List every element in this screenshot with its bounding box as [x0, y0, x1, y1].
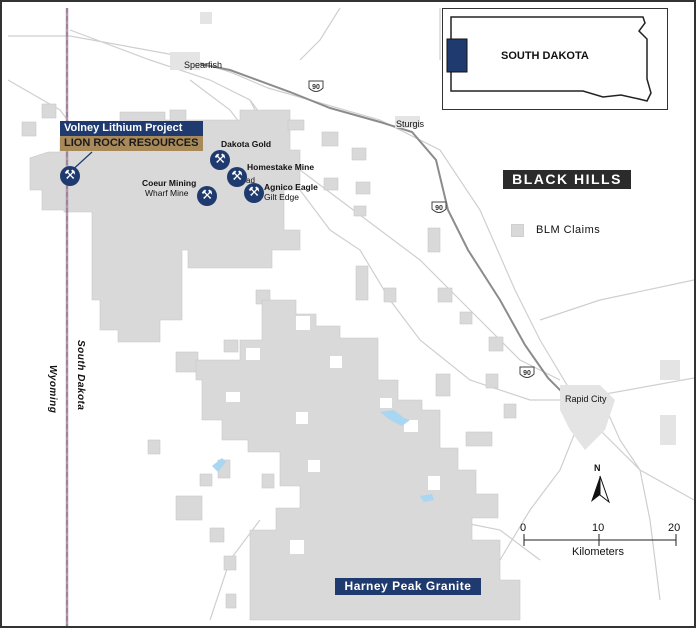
- state-label-south-dakota: South Dakota: [75, 340, 86, 411]
- crossed-hammers-icon: ⚒: [210, 150, 230, 170]
- urban-areas: [170, 12, 680, 450]
- scale-tick-10: 10: [592, 522, 605, 534]
- interstate-number: 90: [435, 205, 443, 212]
- town-rapid-city: Rapid City: [565, 394, 607, 404]
- interstate-shield-icon: 90: [519, 366, 535, 380]
- mine-label-homestake: Homestake Mine: [247, 162, 315, 172]
- inset-state-label: SOUTH DAKOTA: [501, 50, 589, 62]
- region-title: BLACK HILLS: [503, 170, 631, 189]
- interstate-shield-icon: 90: [431, 201, 447, 215]
- town-sturgis: Sturgis: [396, 119, 425, 129]
- mine-label-coeur: Coeur Mining: [142, 178, 197, 188]
- crossed-hammers-icon: ⚒: [197, 186, 217, 206]
- south-dakota-outline-icon: [446, 16, 652, 102]
- inset-map: [442, 8, 668, 110]
- interstate-number: 90: [523, 370, 531, 377]
- town-lead: ad: [246, 176, 255, 185]
- town-spearfish: Spearfish: [184, 60, 223, 70]
- scale-tick-20: 20: [668, 522, 681, 534]
- water-bodies: [212, 410, 434, 502]
- mine-label-dakota-gold: Dakota Gold: [221, 139, 272, 149]
- north-label: N: [594, 463, 601, 473]
- company-name-label: LION ROCK RESOURCES: [60, 136, 203, 151]
- mine-label-agnico: Agnico Eagle: [264, 182, 318, 192]
- interstate-shield-icon: 90: [308, 80, 324, 94]
- scale-unit: Kilometers: [572, 546, 624, 558]
- crossed-hammers-icon: ⚒: [244, 183, 264, 203]
- scale-bar: [523, 534, 677, 546]
- legend-claims-swatch: [511, 224, 524, 237]
- north-arrow-icon: [591, 475, 611, 504]
- mine-sublabel-gilt-edge: Gilt Edge: [264, 192, 299, 202]
- scale-tick-0: 0: [520, 522, 527, 534]
- project-name-label: Volney Lithium Project: [60, 121, 203, 136]
- legend-claims-label: BLM Claims: [536, 224, 601, 236]
- interstate-90-line: [179, 59, 601, 406]
- claim-gaps: [226, 316, 440, 554]
- crossed-hammers-icon: ⚒: [60, 166, 80, 186]
- state-label-wyoming: Wyoming: [47, 365, 58, 414]
- feature-label-harney-peak: Harney Peak Granite: [335, 578, 481, 595]
- mine-sublabel-wharf: Wharf Mine: [145, 188, 189, 198]
- interstate-number: 90: [312, 84, 320, 91]
- crossed-hammers-icon: ⚒: [227, 167, 247, 187]
- inset-study-area: [446, 38, 468, 73]
